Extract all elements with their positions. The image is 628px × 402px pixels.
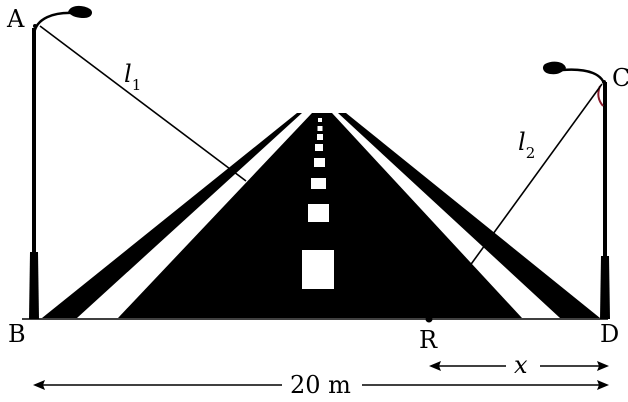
- left-lamp-post: [29, 5, 92, 319]
- right-shoulder-strip: [338, 113, 600, 318]
- point-b-label: B: [8, 320, 26, 348]
- dimension-20m: [33, 380, 609, 390]
- arrowhead-right-icon: [597, 380, 609, 390]
- point-a-marker: [33, 24, 37, 28]
- ray-l2-label: l2: [518, 128, 535, 162]
- ray-l2-letter: l: [518, 128, 526, 156]
- left-post-pole: [32, 28, 36, 288]
- left-shoulder-strip: [42, 113, 302, 318]
- point-a-label: A: [6, 5, 25, 33]
- center-dash: [317, 126, 323, 131]
- right-lamp-head-icon: [542, 61, 566, 75]
- right-lamp-arm: [561, 68, 607, 89]
- center-dash: [315, 144, 323, 151]
- ray-l1-subscript: 1: [132, 76, 142, 94]
- point-c-label: C: [612, 64, 628, 92]
- arrowhead-left-icon: [33, 380, 45, 390]
- left-post-base: [29, 252, 39, 319]
- distance-20m-label: 20 m: [290, 371, 351, 399]
- arrowhead-left-icon: [429, 361, 441, 371]
- center-dash: [314, 158, 325, 167]
- point-r-label: R: [419, 326, 438, 354]
- center-dash: [311, 178, 326, 189]
- ray-l1-letter: l: [124, 60, 132, 88]
- center-dashes: [302, 118, 334, 289]
- center-dash: [317, 134, 323, 140]
- left-lamp-head-icon: [68, 5, 92, 18]
- distance-x-label: x: [514, 351, 528, 379]
- ray-l2-subscript: 2: [526, 144, 536, 162]
- point-r-marker: [425, 315, 433, 323]
- point-c-marker: [602, 80, 606, 84]
- center-dash: [308, 204, 329, 222]
- light-ray-l1: [39, 25, 247, 182]
- road: [42, 113, 600, 318]
- center-dash: [318, 118, 322, 122]
- right-post-base: [600, 256, 610, 319]
- left-lamp-arm: [32, 11, 75, 35]
- right-post-pole: [603, 82, 607, 292]
- light-ray-l2: [468, 83, 603, 268]
- ray-l1-label: l1: [124, 60, 141, 94]
- center-dash: [302, 250, 334, 289]
- arrowhead-right-icon: [597, 361, 609, 371]
- point-d-label: D: [600, 320, 619, 348]
- dimension-x: [429, 361, 609, 371]
